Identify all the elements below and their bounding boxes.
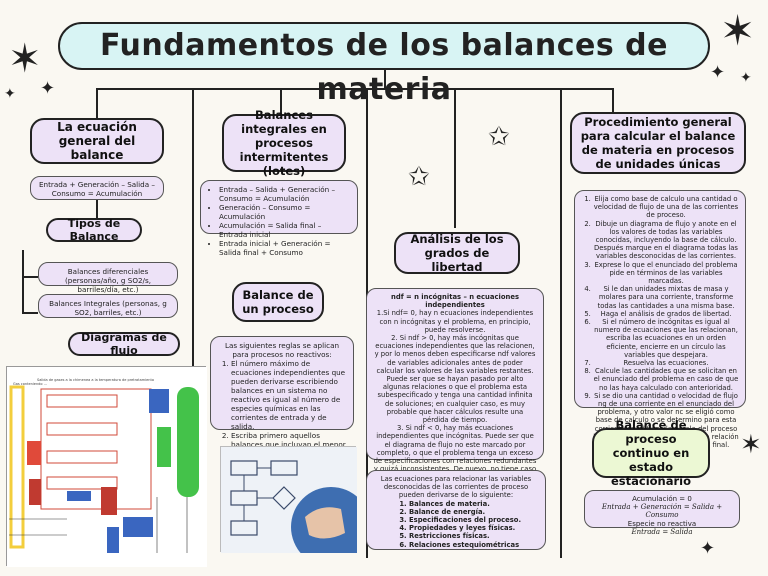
balances-integrales-box: Entrada – Salida + Generación – Consumo …	[200, 180, 358, 257]
ecuacion-fuente-item: Restricciones físicas.	[409, 532, 539, 540]
ecuacion-fuente-item: Balance de energía.	[409, 508, 539, 516]
star-doodle-icon: ✶	[8, 36, 42, 82]
star-doodle-icon: ✦	[700, 538, 716, 559]
tipo-integral-box: Balances Integrales (personas, g SO2, ba…	[38, 294, 178, 318]
ecuaciones-fuentes-box: Las ecuaciones para relacionar las varia…	[366, 470, 546, 550]
ecuacion-fuente-item: Especificaciones del proceso.	[409, 516, 539, 524]
ndf-case: 1.Si ndf= 0, hay n ecuaciones independie…	[376, 309, 534, 334]
procedimiento-step: Exprese lo que el enunciado del problema…	[593, 261, 739, 286]
grados-libertad-box: ndf = n incógnitas – n ecuaciones indepe…	[366, 288, 544, 490]
star-doodle-icon: ✦	[40, 78, 56, 99]
diagramas-flujo-header: Diagramas de flujo	[68, 331, 180, 357]
estacionario-line: Especie no reactiva	[627, 519, 697, 528]
ndf-case: 2. Si ndf > 0, hay más incógnitas que ec…	[374, 334, 536, 425]
procedimiento-step: Elija como base de calculo una cantidad …	[593, 195, 739, 220]
procedimiento-step: Si le dan unidades mixtas de masa y mola…	[593, 285, 739, 310]
ecuaciones-intro: Las ecuaciones para relacionar las varia…	[380, 475, 532, 500]
star-doodle-icon: ✶	[720, 6, 756, 55]
page-title: Fundamentos de los balances de materia	[58, 22, 710, 107]
estacionario-line: Entrada + Generación = Salida + Consumo	[601, 503, 723, 520]
procedimiento-step: Resuelva las ecuaciones.	[593, 359, 739, 367]
balance-proceso-box: Las siguientes reglas se aplican para pr…	[210, 336, 354, 467]
procedimiento-step: Si el número de incógnitas es igual al n…	[593, 318, 739, 359]
process-flow-diagram-image: Salida de gases a la chimenea a la tempe…	[6, 366, 207, 567]
star-doodle-icon: ✦	[740, 70, 752, 86]
ecuacion-fuente-item: Balances de materia.	[409, 500, 539, 508]
procedimiento-step: Calcule las cantidades que se solicitan …	[593, 367, 739, 392]
balance-integral-item: Generación – Consumo = Acumulación	[219, 203, 351, 221]
procedimiento-general-header: Procedimiento general para calcular el b…	[570, 112, 746, 174]
diagram-left-label: Gas conteniendo ...	[13, 382, 47, 386]
balance-integral-item: Entrada inicial + Generación = Salida fi…	[219, 239, 351, 257]
procedimiento-general-box: Elija como base de calculo una cantidad …	[574, 190, 746, 449]
balances-integrales-header: Balances integrales en procesos intermit…	[222, 108, 346, 178]
procedimiento-step: Haga el análisis de grados de libertad.	[593, 310, 739, 318]
star-doodle-icon: ✦	[710, 62, 726, 83]
procedimiento-step: Dibuje un diagrama de flujo y anote en e…	[593, 220, 739, 261]
flowchart-hand-image	[220, 446, 371, 567]
balance-integral-item: Entrada – Salida + Generación – Consumo …	[219, 185, 351, 203]
ecuacion-general-box: Entrada + Generación – Salida – Consumo …	[30, 176, 164, 200]
tipo-diferencial-box: Balances diferenciales (personas/año, g …	[38, 262, 178, 294]
star-doodle-icon: ✶	[740, 430, 762, 460]
balance-integral-item: Acumulación = Salida final – Entrada ini…	[219, 221, 351, 239]
ecuacion-fuente-item: Relaciones estequiométricas	[409, 541, 539, 549]
balance-proceso-header: Balance de un proceso	[232, 282, 324, 322]
balance-proceso-intro: Las siguientes reglas se aplican para pr…	[224, 341, 340, 359]
ecuacion-fuente-item: Propiedades y leyes físicas.	[409, 524, 539, 532]
star-doodle-icon: ✩	[408, 162, 430, 192]
diagram-top-label: Salida de gases a la chimenea a la tempe…	[37, 378, 154, 382]
star-doodle-icon: ✩	[488, 122, 510, 152]
balance-proceso-rule: El número máximo de ecuaciones independi…	[231, 359, 347, 431]
estacionario-line: Entrada = Salida	[631, 527, 693, 536]
tipos-balance-header: Tipos de Balance	[46, 217, 142, 243]
ndf-formula: ndf = n incógnitas – n ecuaciones indepe…	[391, 293, 519, 310]
star-doodle-icon: ✦	[4, 86, 16, 102]
proceso-continuo-box: Acumulación = 0 Entrada + Generación = S…	[584, 490, 740, 536]
ecuacion-general-header: La ecuación general del balance	[30, 118, 164, 164]
grados-libertad-header: Análisis de los grados de libertad	[394, 232, 520, 274]
estacionario-line: Acumulación = 0	[632, 495, 692, 503]
proceso-continuo-header: Balance de proceso continuo en estado es…	[592, 418, 710, 488]
